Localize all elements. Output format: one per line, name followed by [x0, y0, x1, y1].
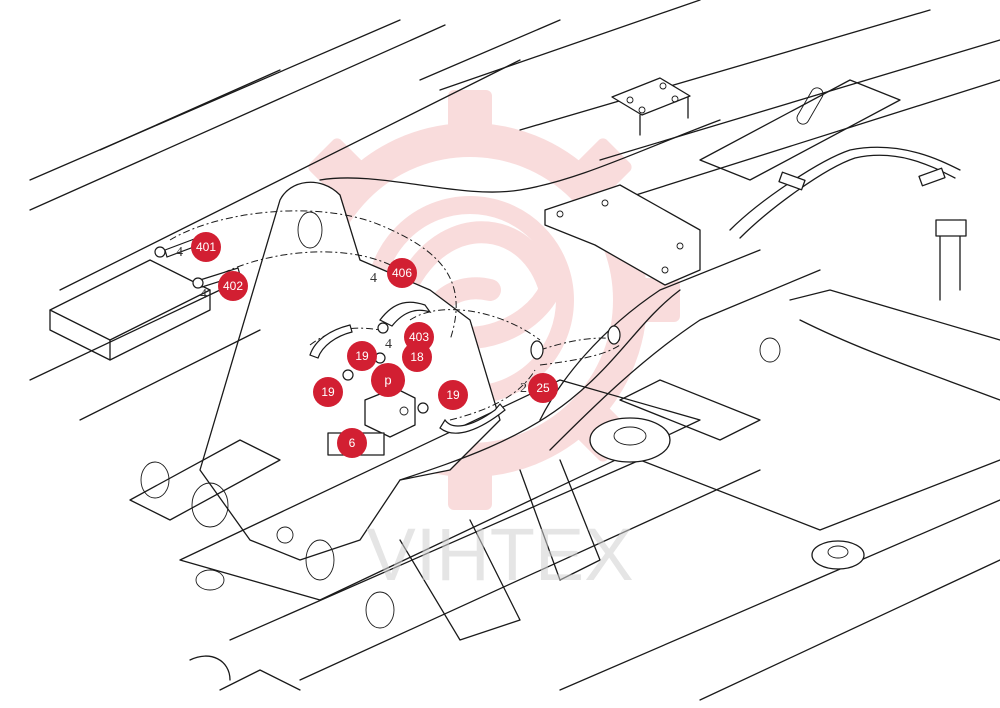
callout-6-label: 6	[349, 436, 356, 450]
callout-402-label: 402	[223, 279, 243, 293]
svg-text:4: 4	[200, 287, 207, 302]
callout-19-right[interactable]: 19	[438, 380, 468, 410]
callout-19-right-label: 19	[446, 388, 460, 402]
leader-numerals: 4 4 4 4 2	[176, 245, 527, 396]
svg-text:2: 2	[520, 381, 527, 396]
callout-401[interactable]: 401	[191, 232, 221, 262]
callout-p-label: p	[384, 373, 391, 388]
svg-text:4: 4	[370, 271, 377, 286]
callout-403-label: 403	[409, 330, 429, 344]
callout-406-label: 406	[392, 266, 412, 280]
callout-18[interactable]: 18	[402, 342, 432, 372]
callout-18-label: 18	[410, 350, 424, 364]
callout-19-left-label: 19	[321, 385, 335, 399]
svg-text:4: 4	[385, 337, 392, 352]
callout-19-upper[interactable]: 19	[347, 341, 377, 371]
callout-p[interactable]: p	[371, 363, 405, 397]
callout-401-label: 401	[196, 240, 216, 254]
callout-6[interactable]: 6	[337, 428, 367, 458]
callout-25[interactable]: 25	[528, 373, 558, 403]
svg-text:4: 4	[176, 245, 183, 260]
callout-19-upper-label: 19	[355, 349, 369, 363]
callout-406[interactable]: 406	[387, 258, 417, 288]
watermark-text: VIHTEX	[366, 513, 633, 596]
callout-19-left[interactable]: 19	[313, 377, 343, 407]
hydraulic-lines	[154, 210, 621, 456]
callout-402[interactable]: 402	[218, 271, 248, 301]
callout-25-label: 25	[536, 381, 550, 395]
